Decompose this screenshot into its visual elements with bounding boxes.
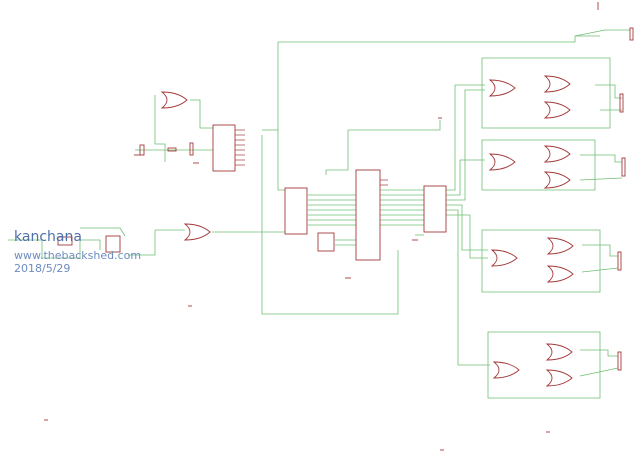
watermark-name: kanchana (14, 229, 82, 245)
eprom-u6 (355, 169, 381, 261)
dip-chip-u5 (317, 232, 335, 252)
crystal-x1 (139, 144, 145, 156)
wires (8, 29, 630, 399)
counter-chip-u4 (284, 187, 308, 235)
input-resistor (57, 236, 73, 246)
shift-register-u2 (212, 124, 236, 172)
output-headers (617, 27, 634, 371)
or-gate-g1c (543, 101, 571, 119)
or-gate-g4b (545, 343, 573, 361)
parts (44, 2, 634, 451)
power-symbols (44, 2, 599, 451)
or-gate-u3 (183, 223, 211, 241)
or-gate-g3c (546, 265, 574, 283)
or-gate-g3a (490, 249, 518, 267)
or-gate-g1b (543, 75, 571, 93)
or-gate-g2a (488, 153, 516, 171)
watermark-date: 2018/5/29 (14, 262, 71, 275)
latch-chip-u7 (423, 185, 447, 233)
resistor-r1 (167, 147, 177, 152)
watermark-url: www.thebackshed.com (14, 249, 142, 262)
or-gate-g2b (543, 145, 571, 163)
or-gate-g2c (543, 171, 571, 189)
or-gate-g4a (492, 361, 520, 379)
capacitor-c1 (189, 142, 194, 156)
input-ic (105, 235, 121, 253)
or-gate-g1a (488, 79, 516, 97)
or-gate-g4c (545, 369, 573, 387)
or-gate-u1 (160, 91, 188, 109)
or-gate-g3b (546, 237, 574, 255)
